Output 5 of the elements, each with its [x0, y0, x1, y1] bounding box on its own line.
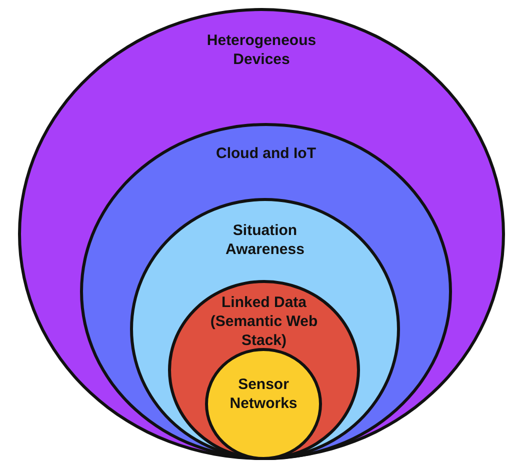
layer-label: Sensor Networks [228, 375, 298, 413]
layer-label: Linked Data (Semantic Web Stack) [209, 293, 319, 350]
layer-label: Situation Awareness [224, 221, 306, 259]
layer-label: Cloud and IoT [215, 144, 317, 163]
layer-label: Heterogeneous Devices [206, 31, 318, 69]
